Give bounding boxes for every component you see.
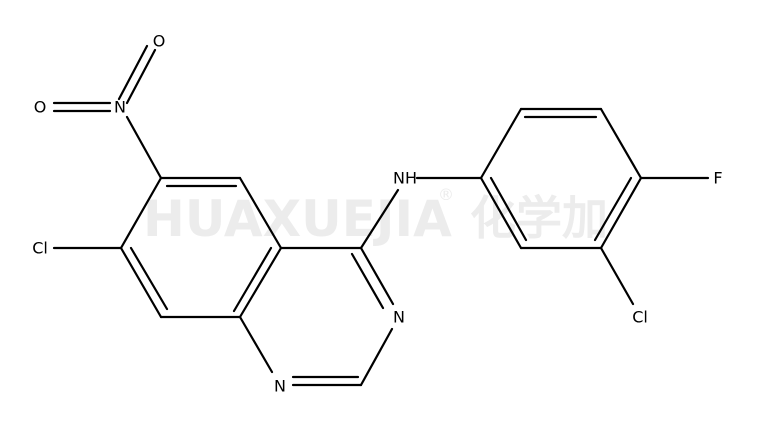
bond-c7-c6 [119, 176, 163, 250]
watermark-latin: HUAXUEJIA [143, 190, 452, 248]
bond-c6p-c1p-a [479, 176, 523, 250]
bond-c8-c7-b [129, 246, 169, 311]
atom-nh: NH [393, 169, 417, 188]
atom-n-nitro: N [114, 98, 126, 117]
bonds [52, 44, 710, 387]
atom-labels: O O N Cl NH N N F Cl [32, 32, 722, 396]
bond-c4-nh [359, 188, 400, 250]
atom-cl-left: Cl [32, 239, 48, 258]
bond-c4-n3-a [359, 246, 395, 306]
atom-o-top: O [153, 32, 166, 51]
atom-o-left: O [34, 98, 47, 117]
atom-cl-right: Cl [632, 308, 648, 327]
bond-c5-c4a [238, 176, 283, 250]
bond-c4p-c5p-a [599, 176, 643, 250]
watermark: HUAXUEJIA ® 化学加 [143, 185, 608, 248]
watermark-registered-mark: ® [438, 185, 454, 204]
atom-n-ring-right: N [393, 308, 405, 327]
bond-n3-c2 [359, 327, 394, 387]
bond-c3p-c4p [599, 107, 643, 180]
atom-n-ring-bottom: N [274, 377, 286, 396]
atom-f: F [713, 169, 722, 188]
bond-c6p-c1p-b [489, 176, 528, 242]
bond-n-o-top-a [125, 48, 157, 105]
bond-c1p-c2p [479, 107, 523, 180]
bond-c4a-c8a-a [238, 246, 283, 319]
bond-c5p-cl [599, 246, 635, 306]
bond-c4p-c5p-b [593, 176, 633, 242]
bond-c6-n-nitro [125, 115, 163, 180]
watermark-chinese: 化学加 [470, 191, 608, 245]
bond-n1-c8a [238, 315, 274, 374]
bond-n-o-top-b [117, 44, 149, 101]
bond-c4-n3-b [350, 252, 385, 310]
bond-c8-c7-a [119, 246, 163, 319]
bond-c4a-c8a-b [232, 246, 273, 313]
